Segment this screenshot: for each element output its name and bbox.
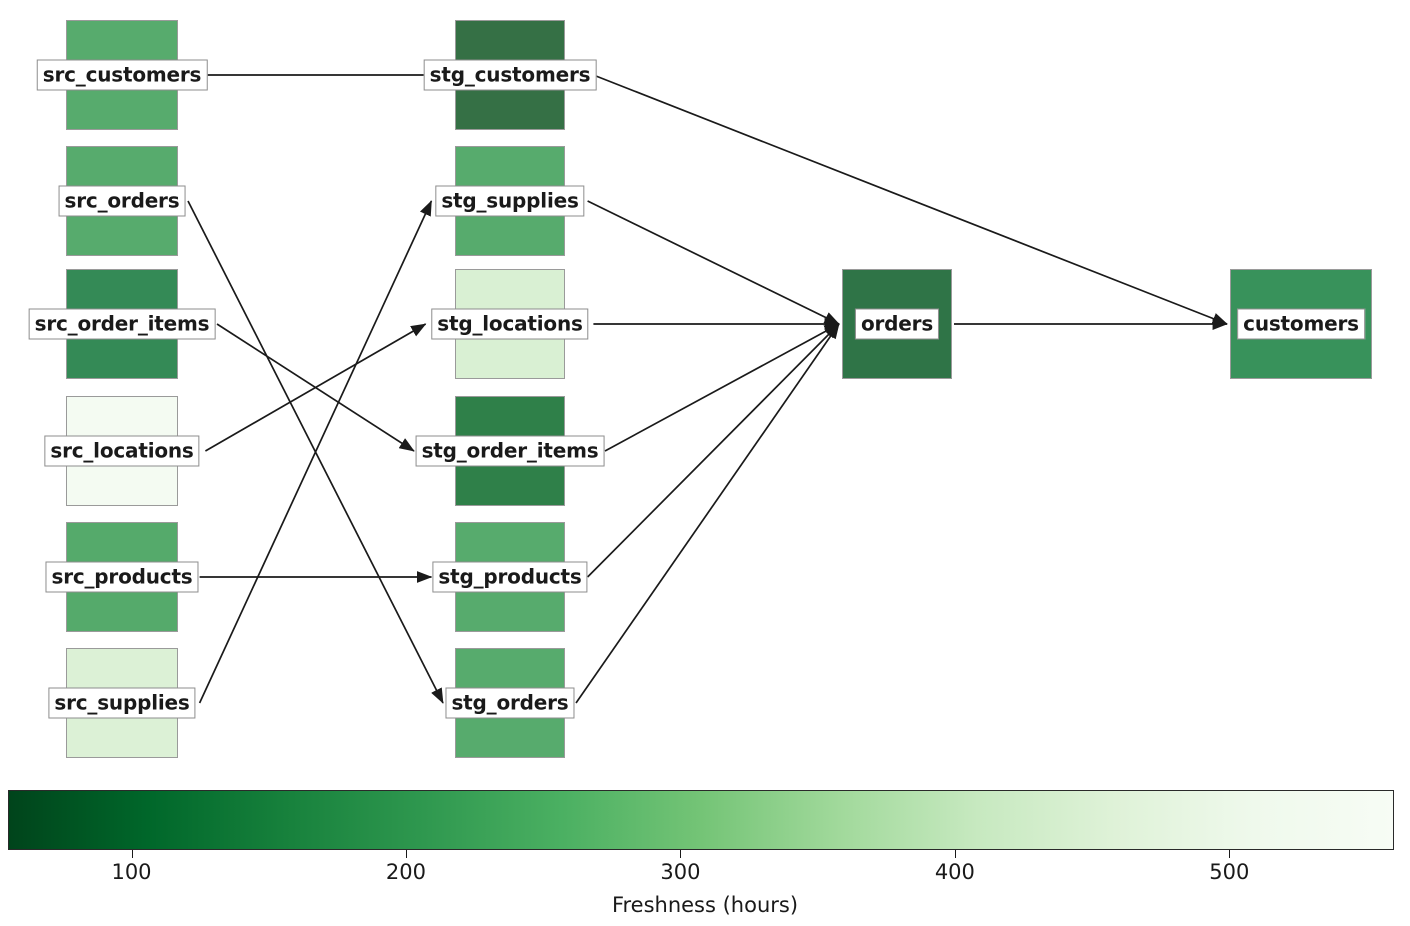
- edge-src_supplies-to-stg_supplies: [198, 200, 433, 704]
- node-label-stg_products: stg_products: [432, 561, 588, 593]
- colorbar-tick-label-400: 400: [934, 860, 975, 884]
- edge-stg_customers-to-customers: [593, 74, 1228, 325]
- node-label-orders: orders: [854, 308, 940, 340]
- node-label-src_supplies: src_supplies: [48, 687, 196, 719]
- node-label-stg_order_items: stg_order_items: [415, 435, 605, 467]
- node-label-customers: customers: [1237, 308, 1365, 340]
- edge-src_locations-to-stg_locations: [204, 323, 427, 452]
- node-label-src_order_items: src_order_items: [28, 308, 216, 340]
- node-label-src_locations: src_locations: [44, 435, 200, 467]
- node-label-stg_locations: stg_locations: [431, 308, 589, 340]
- node-label-stg_customers: stg_customers: [423, 59, 597, 91]
- edge-stg_order_items-to-orders: [604, 323, 840, 452]
- colorbar-tick-200: [405, 850, 407, 858]
- colorbar: 100 200 300 400 500 Freshness (hours): [0, 780, 1410, 926]
- edge-stg_orders-to-orders: [575, 323, 840, 704]
- edge-stg_products-to-orders: [586, 323, 840, 578]
- node-label-src_customers: src_customers: [36, 59, 208, 91]
- colorbar-tick-label-200: 200: [385, 860, 426, 884]
- colorbar-tick-500: [1229, 850, 1231, 858]
- colorbar-tick-100: [131, 850, 133, 858]
- colorbar-title: Freshness (hours): [611, 893, 799, 917]
- node-label-src_products: src_products: [45, 561, 199, 593]
- node-label-stg_orders: stg_orders: [445, 687, 575, 719]
- colorbar-tick-label-100: 100: [111, 860, 152, 884]
- edge-stg_supplies-to-orders: [587, 200, 840, 325]
- colorbar-tick-label-300: 300: [660, 860, 701, 884]
- edge-layer: [187, 74, 1228, 704]
- node-label-stg_supplies: stg_supplies: [435, 185, 585, 217]
- colorbar-tick-300: [680, 850, 682, 858]
- colorbar-gradient: [8, 790, 1394, 850]
- colorbar-tick-400: [954, 850, 956, 858]
- node-label-src_orders: src_orders: [58, 185, 186, 217]
- colorbar-tick-label-500: 500: [1209, 860, 1250, 884]
